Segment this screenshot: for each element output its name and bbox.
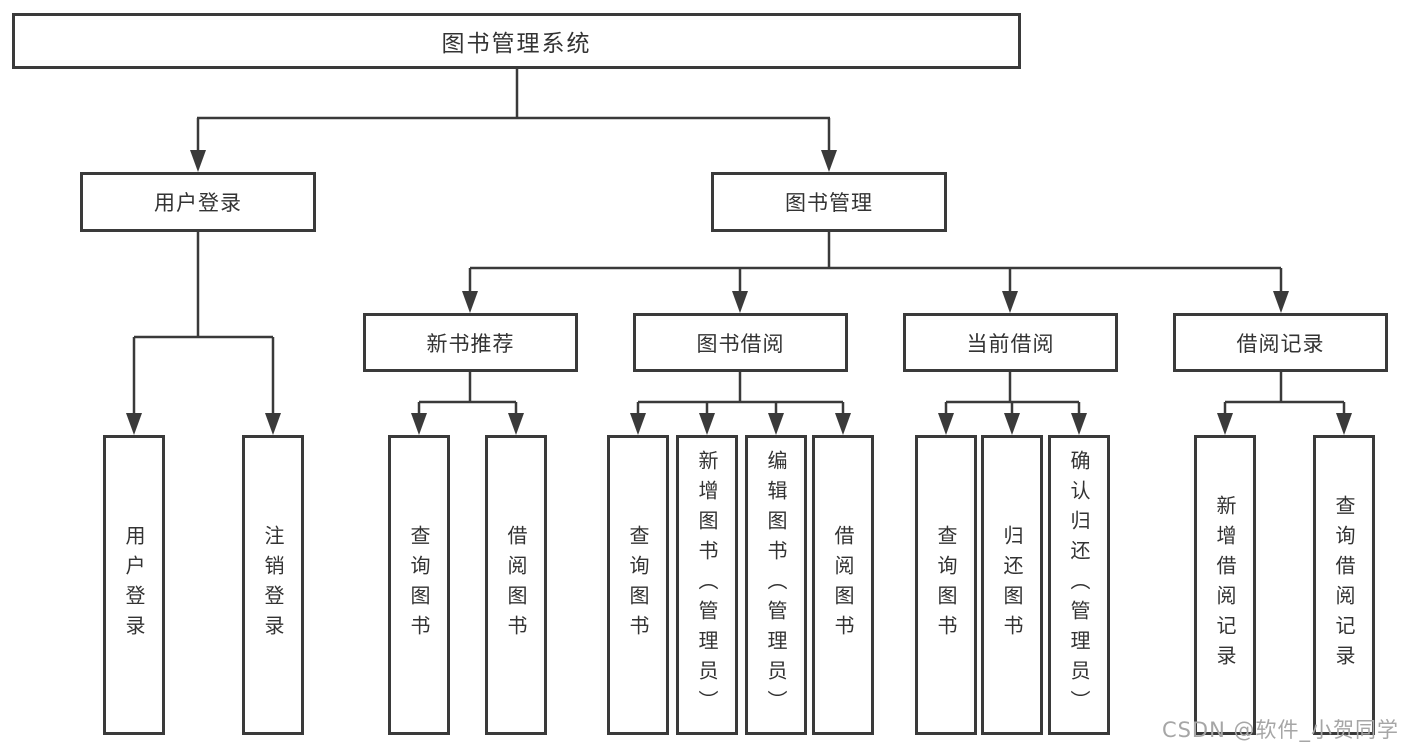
node-book-management: 图书管理 <box>711 172 947 232</box>
connector-root-to-level2 <box>190 69 837 172</box>
leaf-current-query: 查询图书 <box>915 435 977 735</box>
connector-borrowing-branch <box>630 372 851 435</box>
connector-records-branch <box>1217 372 1352 435</box>
leaf-records-query-label: 查询借阅记录 <box>1332 495 1356 675</box>
node-user-login-label: 用户登录 <box>154 191 242 215</box>
leaf-borrowing-add: 新增图书（管理员） <box>676 435 738 735</box>
leaf-records-add: 新增借阅记录 <box>1194 435 1256 735</box>
leaf-logout-label: 注销登录 <box>261 525 285 645</box>
leaf-current-return-label: 归还图书 <box>1000 525 1024 645</box>
node-borrowing: 图书借阅 <box>633 313 848 372</box>
connector-book-management-branch <box>462 232 1289 313</box>
node-new-books: 新书推荐 <box>363 313 578 372</box>
node-borrow-records-label: 借阅记录 <box>1236 331 1325 356</box>
node-borrow-records: 借阅记录 <box>1173 313 1388 372</box>
leaf-records-add-label: 新增借阅记录 <box>1213 495 1237 675</box>
node-current-borrow: 当前借阅 <box>903 313 1118 372</box>
leaf-newbooks-query-label: 查询图书 <box>407 525 431 645</box>
node-book-management-label: 图书管理 <box>785 191 873 215</box>
leaf-borrowing-query: 查询图书 <box>607 435 669 735</box>
leaf-borrowing-borrow: 借阅图书 <box>812 435 874 735</box>
leaf-logout: 注销登录 <box>242 435 304 735</box>
leaf-newbooks-borrow: 借阅图书 <box>485 435 547 735</box>
leaf-borrowing-edit: 编辑图书（管理员） <box>745 435 807 735</box>
leaf-user-login: 用户登录 <box>103 435 165 735</box>
node-borrowing-label: 图书借阅 <box>696 331 785 356</box>
node-current-borrow-label: 当前借阅 <box>966 331 1055 356</box>
leaf-current-confirm: 确认归还（管理员） <box>1048 435 1110 735</box>
leaf-newbooks-borrow-label: 借阅图书 <box>504 525 528 645</box>
leaf-borrowing-edit-label: 编辑图书（管理员） <box>764 450 788 720</box>
leaf-current-query-label: 查询图书 <box>934 525 958 645</box>
connector-user-login-branch <box>126 232 281 435</box>
node-new-books-label: 新书推荐 <box>426 331 515 356</box>
node-user-login: 用户登录 <box>80 172 316 232</box>
leaf-current-return: 归还图书 <box>981 435 1043 735</box>
leaf-records-query: 查询借阅记录 <box>1313 435 1375 735</box>
csdn-watermark: CSDN @软件_小贺同学 <box>1161 718 1399 742</box>
leaf-user-login-label: 用户登录 <box>122 525 146 645</box>
node-root: 图书管理系统 <box>12 13 1021 69</box>
leaf-borrowing-query-label: 查询图书 <box>626 525 650 645</box>
leaf-borrowing-borrow-label: 借阅图书 <box>831 525 855 645</box>
leaf-current-confirm-label: 确认归还（管理员） <box>1067 450 1091 720</box>
connector-new-books-branch <box>411 372 524 435</box>
leaf-borrowing-add-label: 新增图书（管理员） <box>695 450 719 720</box>
node-root-label: 图书管理系统 <box>441 31 592 57</box>
connector-current-branch <box>938 372 1087 435</box>
leaf-newbooks-query: 查询图书 <box>388 435 450 735</box>
